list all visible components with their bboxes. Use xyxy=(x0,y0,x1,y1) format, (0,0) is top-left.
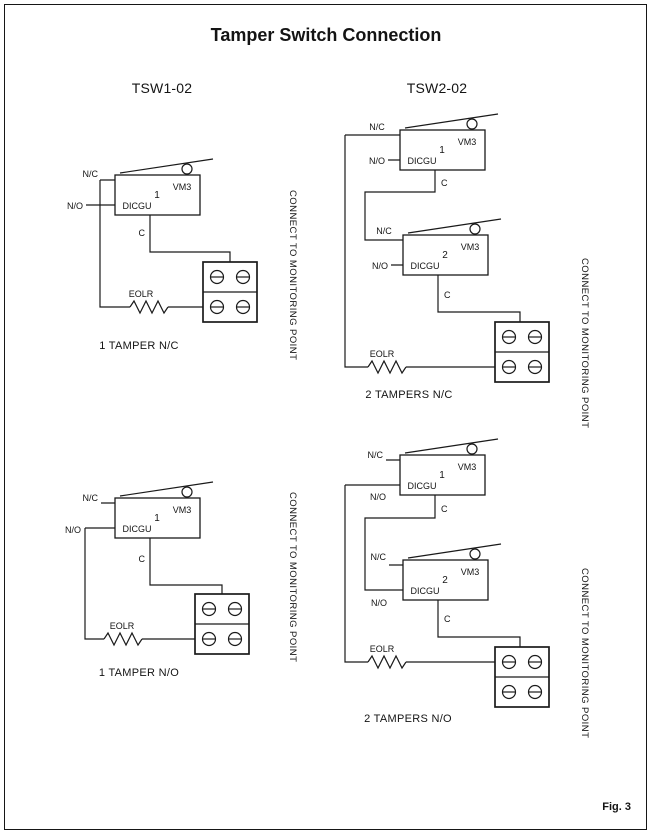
microswitch-2 xyxy=(402,218,502,276)
wires xyxy=(86,179,231,308)
monitoring-point-label: CONNECT TO MONITORING POINT xyxy=(287,190,298,360)
nc-terminal-label: N/C xyxy=(83,169,99,179)
common-terminal-label: C xyxy=(441,504,448,514)
no-terminal-label: N/O xyxy=(369,156,385,166)
monitoring-point-label: CONNECT TO MONITORING POINT xyxy=(287,492,298,662)
eolr-label: EOLR xyxy=(370,644,395,654)
diagram-caption: 1 TAMPER N/C xyxy=(99,340,179,352)
diagram-caption: 1 TAMPER N/O xyxy=(99,667,179,679)
switch-number: 1 xyxy=(154,513,160,524)
switch-number: 1 xyxy=(439,470,445,481)
eolr-label: EOLR xyxy=(370,349,395,359)
wires xyxy=(344,134,521,368)
no-terminal-label: N/O xyxy=(65,525,81,535)
wires xyxy=(84,502,223,640)
diagram-two-tampers-nc: 1 2 N/C N/O C N/C N/O C EOLR CONNECT TO … xyxy=(344,113,590,428)
eolr-resistor xyxy=(367,360,407,374)
diagram-one-tamper-nc: 1 N/C N/O C EOLR CONNECT TO MONITORING P… xyxy=(67,158,298,360)
diagram-one-tamper-no: 1 N/C N/O C EOLR CONNECT TO MONITORING P… xyxy=(65,481,298,679)
terminal-block xyxy=(202,261,258,323)
figure-label: Fig. 3 xyxy=(602,801,631,813)
eolr-label: EOLR xyxy=(129,289,154,299)
microswitch-1 xyxy=(399,113,499,171)
wires xyxy=(344,459,521,663)
microswitch-1 xyxy=(399,438,499,496)
nc-terminal-label: N/C xyxy=(368,450,384,460)
common-terminal-label: C xyxy=(139,228,146,238)
terminal-block xyxy=(494,646,550,708)
terminal-block xyxy=(194,593,250,655)
switch-number: 1 xyxy=(154,190,160,201)
no-terminal-label: N/O xyxy=(67,201,83,211)
eolr-label: EOLR xyxy=(110,621,135,631)
diagram-two-tampers-no: 1 2 N/C N/O C N/C N/O C EOLR CONNECT TO … xyxy=(344,438,590,738)
common-terminal-label: C xyxy=(441,178,448,188)
eolr-resistor xyxy=(129,300,169,314)
diagram-caption: 2 TAMPERS N/C xyxy=(365,389,452,401)
terminal-block xyxy=(494,321,550,383)
eolr-resistor xyxy=(103,632,143,646)
nc-terminal-label-2: N/C xyxy=(376,226,392,236)
no-terminal-label-2: N/O xyxy=(371,598,387,608)
no-terminal-label: N/O xyxy=(370,492,386,502)
column-header-tsw2: TSW2-02 xyxy=(407,80,468,96)
switch-number: 2 xyxy=(442,575,448,586)
page-title: Tamper Switch Connection xyxy=(211,25,442,45)
monitoring-point-label: CONNECT TO MONITORING POINT xyxy=(579,258,590,428)
common-terminal-label-2: C xyxy=(444,614,451,624)
diagram-caption: 2 TAMPERS N/O xyxy=(364,713,452,725)
eolr-resistor xyxy=(367,655,407,669)
nc-terminal-label-2: N/C xyxy=(371,552,387,562)
nc-terminal-label: N/C xyxy=(83,493,99,503)
monitoring-point-label: CONNECT TO MONITORING POINT xyxy=(579,568,590,738)
microswitch-1 xyxy=(114,158,214,216)
microswitch-1 xyxy=(114,481,214,539)
nc-terminal-label: N/C xyxy=(369,122,385,132)
no-terminal-label-2: N/O xyxy=(372,261,388,271)
column-header-tsw1: TSW1-02 xyxy=(132,80,193,96)
common-terminal-label-2: C xyxy=(444,290,451,300)
microswitch-2 xyxy=(402,543,502,601)
switch-number: 2 xyxy=(442,250,448,261)
common-terminal-label: C xyxy=(139,554,146,564)
switch-number: 1 xyxy=(439,145,445,156)
